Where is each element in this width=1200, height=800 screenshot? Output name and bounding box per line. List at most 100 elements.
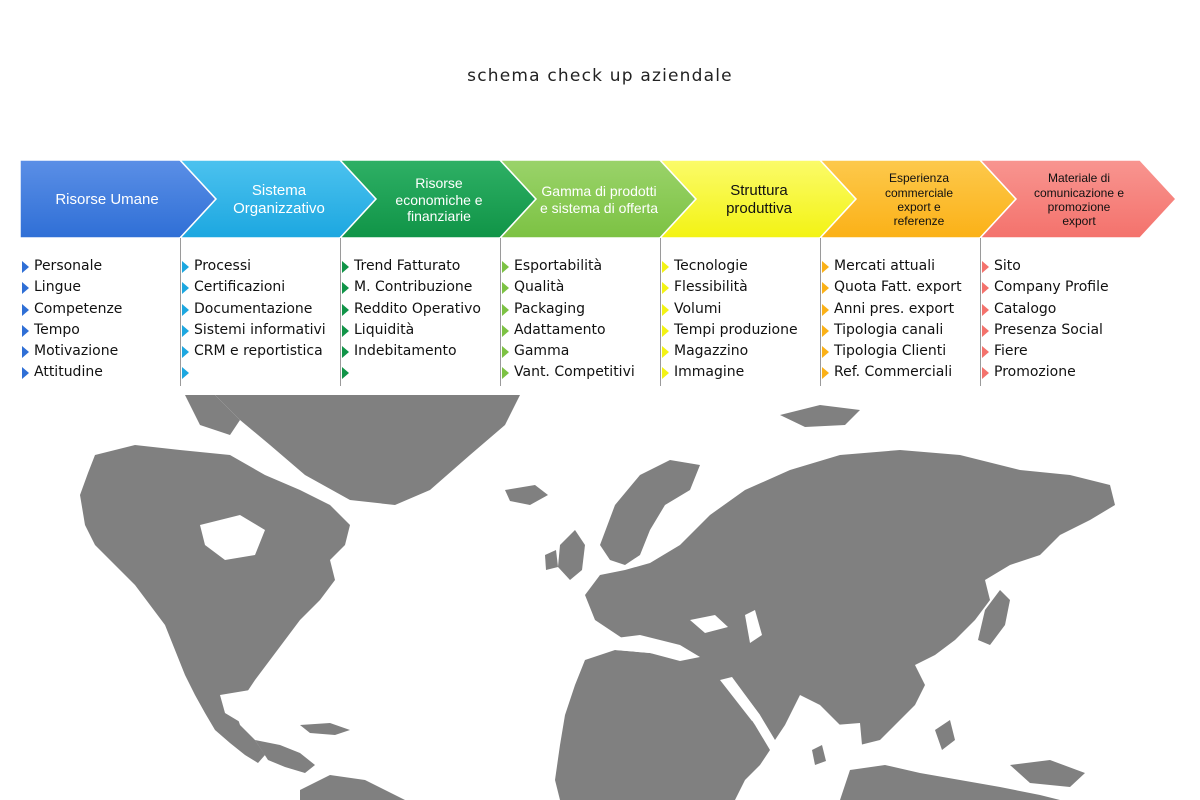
triangle-bullet-icon <box>182 346 189 359</box>
map-scandinavia <box>600 460 700 565</box>
item-text: Esportabilità <box>514 258 603 274</box>
triangle-bullet-icon <box>502 367 509 380</box>
triangle-bullet-icon <box>342 367 349 380</box>
list-item: Qualità <box>502 277 656 298</box>
item-text: CRM e reportistica <box>194 343 323 360</box>
triangle-bullet-icon <box>822 346 829 359</box>
stage-column-3 <box>340 238 501 386</box>
triangle-bullet-icon <box>22 282 29 295</box>
triangle-bullet-icon <box>822 367 829 380</box>
triangle-bullet-icon <box>502 282 509 295</box>
stage-column-5 <box>660 238 821 386</box>
item-text: Liquidità <box>354 321 415 338</box>
triangle-bullet-icon <box>342 324 349 337</box>
list-item: Trend Fatturato <box>342 256 496 277</box>
stage-column-4 <box>500 238 661 386</box>
list-item: Competenze <box>22 299 176 320</box>
triangle-bullet-icon <box>982 282 989 295</box>
list-item: Sistemi informativi <box>182 320 336 341</box>
list-item: Tecnologie <box>662 256 816 277</box>
map-central-america <box>255 740 315 773</box>
triangle-bullet-icon <box>342 303 349 316</box>
triangle-bullet-icon <box>982 346 989 359</box>
list-item: Flessibilità <box>662 277 816 298</box>
item-text: Anni pres. export <box>834 300 955 317</box>
map-sri-lanka <box>812 745 826 765</box>
list-item <box>182 362 336 383</box>
list-item: Immagine <box>662 362 816 383</box>
item-text: Mercati attuali <box>834 258 936 274</box>
map-gulf-of-mexico <box>220 690 275 725</box>
list-item: Liquidità <box>342 320 496 341</box>
triangle-bullet-icon <box>22 324 29 337</box>
stage-label: Materiale di comunicazione e promozione … <box>1033 171 1125 229</box>
map-eurasia <box>585 450 1115 745</box>
item-text: Tipologia Clienti <box>834 343 947 360</box>
item-text: Qualità <box>514 279 565 296</box>
list-item: Attitudine <box>22 362 176 383</box>
item-text: Vant. Competitivi <box>514 364 635 381</box>
triangle-bullet-icon <box>22 261 29 273</box>
map-caribbean <box>300 723 350 735</box>
item-text: Personale <box>34 258 103 274</box>
map-philippines <box>935 720 955 750</box>
triangle-bullet-icon <box>982 261 989 273</box>
triangle-bullet-icon <box>502 303 509 316</box>
list-item: Tipologia canali <box>822 320 976 341</box>
triangle-bullet-icon <box>22 303 29 316</box>
map-mediterranean <box>600 635 700 661</box>
triangle-bullet-icon <box>982 367 989 380</box>
item-text: Flessibilità <box>674 279 748 296</box>
list-item: Packaging <box>502 299 656 320</box>
stage-column-6 <box>820 238 981 386</box>
item-text: Volumi <box>674 300 722 317</box>
map-arctic-islands <box>185 395 240 435</box>
map-bay-of-bengal <box>835 723 862 747</box>
list-item: Personale <box>22 256 176 277</box>
map-japan <box>978 590 1010 645</box>
list-item: Catalogo <box>982 299 1136 320</box>
triangle-bullet-icon <box>982 324 989 337</box>
triangle-bullet-icon <box>822 324 829 337</box>
item-text: Promozione <box>994 364 1076 381</box>
map-uk <box>558 530 585 580</box>
item-text: Trend Fatturato <box>354 258 461 274</box>
map-caspian <box>745 610 762 643</box>
list-item: Fiere <box>982 341 1136 362</box>
triangle-bullet-icon <box>182 282 189 295</box>
item-text: Catalogo <box>994 300 1057 317</box>
triangle-bullet-icon <box>182 324 189 337</box>
item-text: Fiere <box>994 343 1028 360</box>
map-iceland <box>505 485 548 505</box>
list-item: Presenza Social <box>982 320 1136 341</box>
item-text: Reddito Operativo <box>354 300 481 317</box>
map-hudson-bay <box>200 515 265 560</box>
triangle-bullet-icon <box>822 282 829 295</box>
stage-label: Risorse Umane <box>55 191 159 208</box>
triangle-bullet-icon <box>182 367 189 380</box>
list-item: Anni pres. export <box>822 299 976 320</box>
item-text: Presenza Social <box>994 321 1103 338</box>
process-chevrons <box>19 159 1178 239</box>
triangle-bullet-icon <box>822 261 829 273</box>
triangle-bullet-icon <box>662 346 669 359</box>
stage-label: Gamma di prodotti e sistema di offerta <box>539 183 659 216</box>
list-item <box>342 362 496 383</box>
map-black-sea <box>690 615 728 633</box>
page-title: schema check up aziendale <box>467 66 733 86</box>
triangle-bullet-icon <box>342 261 349 273</box>
item-text: Competenze <box>34 300 123 317</box>
stage-label: Risorse economiche e finanziarie <box>395 174 483 225</box>
map-greenland <box>215 395 520 505</box>
list-item: Reddito Operativo <box>342 299 496 320</box>
triangle-bullet-icon <box>502 261 509 273</box>
stage-column-2 <box>180 238 341 386</box>
item-text: Tipologia canali <box>834 321 944 338</box>
item-text: Lingue <box>34 279 81 296</box>
list-item: Mercati attuali <box>822 256 976 277</box>
item-text: Attitudine <box>34 364 103 381</box>
list-item: CRM e reportistica <box>182 341 336 362</box>
